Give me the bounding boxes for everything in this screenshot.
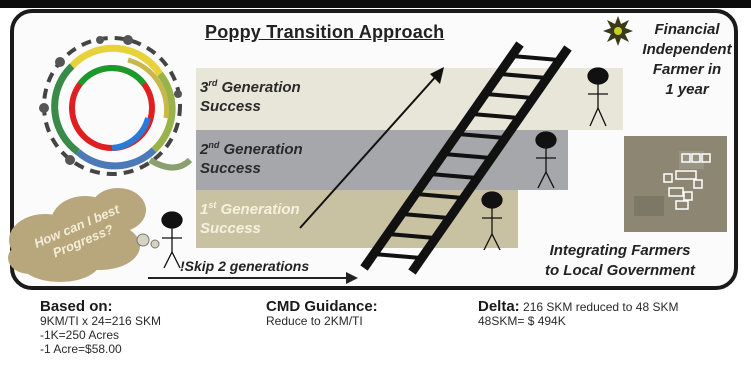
band3-line1: Generation (217, 79, 301, 96)
cmd-line: Reduce to 2KM/TI (266, 314, 363, 328)
band2-ordinal: 2 (200, 141, 209, 158)
integ-line1: Integrating Farmers (549, 242, 691, 259)
based-on-heading: Based on: (40, 298, 113, 315)
thought-cloud (8, 188, 160, 282)
band1-line1: Generation (216, 201, 300, 218)
stick-figure-third-gen (587, 67, 609, 127)
delta-heading: Delta: (478, 298, 520, 315)
starburst-icon (603, 16, 633, 46)
skip-generations-text: !Skip 2 generations (180, 258, 310, 274)
based-on-line-3: -1 Acre=$58.00 (40, 342, 122, 356)
based-on-line-2: -1K=250 Acres (40, 328, 120, 342)
stick-figure-second-gen (535, 131, 557, 189)
fin-line1: Financial (654, 21, 720, 38)
cycle-ring-graphic (39, 35, 193, 176)
band3-line2: Success (200, 98, 261, 115)
band3-ordinal: 3 (200, 79, 209, 96)
band2-line1: Generation (219, 141, 303, 158)
cmd-heading: CMD Guidance: (266, 298, 378, 315)
band2-line2: Success (200, 160, 261, 177)
delta-inline: 216 SKM reduced to 48 SKM (523, 300, 679, 314)
cmd-guidance-block: CMD Guidance: Reduce to 2KM/TI (266, 298, 378, 328)
first-generation-band: 1st Generation Success (196, 190, 518, 248)
fin-line4: 1 year (665, 81, 709, 98)
map-plots-graphic (624, 136, 727, 232)
band1-ordinal: 1 (200, 201, 209, 218)
band2-sup: nd (208, 140, 220, 150)
delta-line: 48SKM= $ 494K (478, 314, 566, 328)
stick-figure-start (161, 211, 183, 269)
top-edge-bar (0, 0, 751, 8)
fin-line2: Independent (642, 41, 732, 58)
skip-arrow (148, 272, 358, 284)
fin-line3: Farmer in (652, 61, 722, 78)
financial-independent-text: Financial Independent Farmer in 1 year (632, 20, 742, 100)
integrating-farmers-text: Integrating Farmers to Local Government (520, 241, 720, 281)
integ-line2: to Local Government (544, 262, 696, 279)
band1-line2: Success (200, 220, 261, 237)
ladder-graphic (360, 41, 572, 275)
based-on-line-1: 9KM/TI x 24=216 SKM (40, 314, 162, 328)
satellite-map-image (624, 136, 727, 232)
progress-arrow (299, 67, 444, 229)
band1-sup: st (208, 200, 217, 210)
diagram-title: Poppy Transition Approach (205, 22, 445, 42)
stick-figure-first-gen (481, 191, 503, 251)
delta-block: Delta: 216 SKM reduced to 48 SKM 48SKM= … (478, 298, 679, 328)
based-on-block: Based on: 9KM/TI x 24=216 SKM -1K=250 Ac… (40, 298, 162, 356)
band3-sup: rd (208, 78, 218, 88)
